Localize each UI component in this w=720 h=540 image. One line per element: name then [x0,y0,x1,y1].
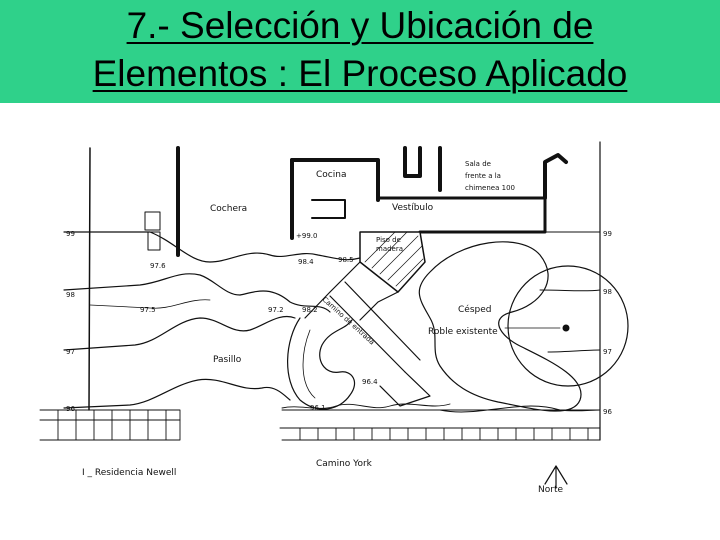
contour-label-left-97: 97 [66,348,75,356]
label-living-room-line-1: Sala de [465,160,491,168]
spot-elevation-97-6: 97.6 [150,262,166,270]
label-north: Norte [538,485,563,495]
house-wall-mid [403,146,442,192]
north-arrow [544,465,568,489]
spot-elevation-97-2: 97.2 [268,306,284,314]
contour-label-right-97: 97 [603,348,612,356]
spot-elevation-96-1: 96.1 [310,404,326,412]
slide-header: 7.- Selección y Ubicación de Elementos :… [0,0,720,103]
label-wood-floor-line-2: madera [376,245,403,253]
label-vestibule: Vestíbulo [392,203,434,213]
spot-elevation-98-5: 98.5 [338,256,354,264]
spot-elevation-98-4: 98.4 [298,258,314,266]
entry-walk-band [329,281,421,373]
label-living-room-line-2: frente a la [465,172,501,180]
site-plan: Cocina Cochera Sala de frente a la chime… [0,103,720,540]
spot-elevation-97-5: 97.5 [140,306,156,314]
label-living-room-line-3: chimenea 100 [465,184,515,192]
house-wall-back [378,196,547,234]
label-newell-residence: I _ Residencia Newell [82,468,176,478]
garden-path-curve [287,317,355,410]
wood-deck-hatch [364,231,424,287]
contour-line-extra [89,299,211,309]
kitchen-wall-top [290,158,380,202]
label-york-road: Camino York [316,459,373,469]
sidewalk [39,409,601,441]
planting-edge [281,403,451,409]
contour-label-right-99: 99 [603,230,612,238]
property-line-left [88,147,91,411]
spot-elevation-98-2: 98.2 [302,306,318,314]
left-stair [144,211,161,251]
oak-canopy [507,265,629,387]
slide-title-line-2: Elementos : El Proceso Aplicado [92,53,628,94]
contour-label-left-98: 98 [66,291,75,299]
contour-line-97 [63,315,296,351]
slide-title: 7.- Selección y Ubicación de Elementos :… [0,2,720,98]
label-lawn: Césped [458,304,491,315]
contour-label-right-96: 96 [603,408,612,416]
wood-deck [359,231,426,293]
slide-title-line-1: 7.- Selección y Ubicación de [126,5,594,46]
label-hallway: Pasillo [213,355,242,365]
contour-label-left-96: 96 [66,405,75,413]
contour-line-right-98 [539,289,601,292]
entry-walk-edge-upper [304,261,361,319]
lawn-outline [418,241,582,412]
contour-line-98 [63,273,331,313]
contour-line-right-96 [439,405,601,413]
contour-label-left-99: 99 [66,230,75,238]
spot-elevation-99-0: +99.0 [296,232,317,240]
contour-line-99 [63,231,361,263]
property-line-bottom [39,419,601,429]
label-wood-floor-line-1: Piso de [376,236,401,244]
oak-trunk [562,324,570,332]
contour-label-right-98: 98 [603,288,612,296]
label-entry-walk: Camino de entrada [321,296,376,347]
label-kitchen: Cocina [316,170,346,180]
entry-walk-lower [379,371,431,407]
entry-walk-edge-lower [359,291,399,321]
label-garage: Cochera [210,204,247,214]
chimney-wall [543,153,568,200]
contour-line-right-97 [547,349,601,353]
garden-path-inner [302,329,316,399]
label-existing-oak: Roble existente [428,327,498,337]
site-plan-drawing: Cocina Cochera Sala de frente a la chime… [39,141,629,495]
contour-line-96 [63,378,291,409]
spot-elevation-96-4: 96.4 [362,378,378,386]
kitchen-step [311,199,346,219]
